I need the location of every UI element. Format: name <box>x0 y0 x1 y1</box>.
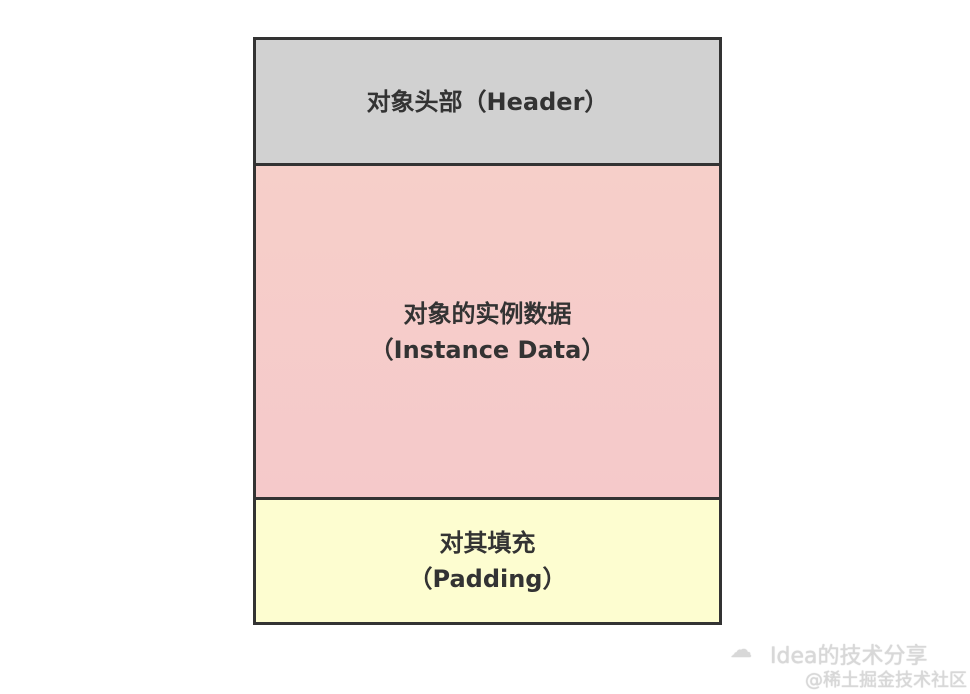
wechat-icon: ☁ <box>730 638 752 663</box>
header-segment: 对象头部（Header） <box>256 40 719 166</box>
header-label: 对象头部（Header） <box>366 87 609 116</box>
padding-sublabel: （Padding） <box>408 565 567 593</box>
instance-data-segment: 对象的实例数据 （Instance Data） <box>256 166 719 500</box>
instance-data-label: 对象的实例数据 <box>403 299 572 328</box>
instance-data-sublabel: （Instance Data） <box>369 335 606 364</box>
object-memory-layout: 对象头部（Header） 对象的实例数据 （Instance Data） 对其填… <box>253 37 722 625</box>
padding-segment: 对其填充 （Padding） <box>256 500 719 622</box>
padding-label: 对其填充 <box>439 529 536 557</box>
watermark-line2: @稀土掘金技术社区 <box>805 670 967 691</box>
watermark-line1: Idea的技术分享 <box>770 644 928 669</box>
